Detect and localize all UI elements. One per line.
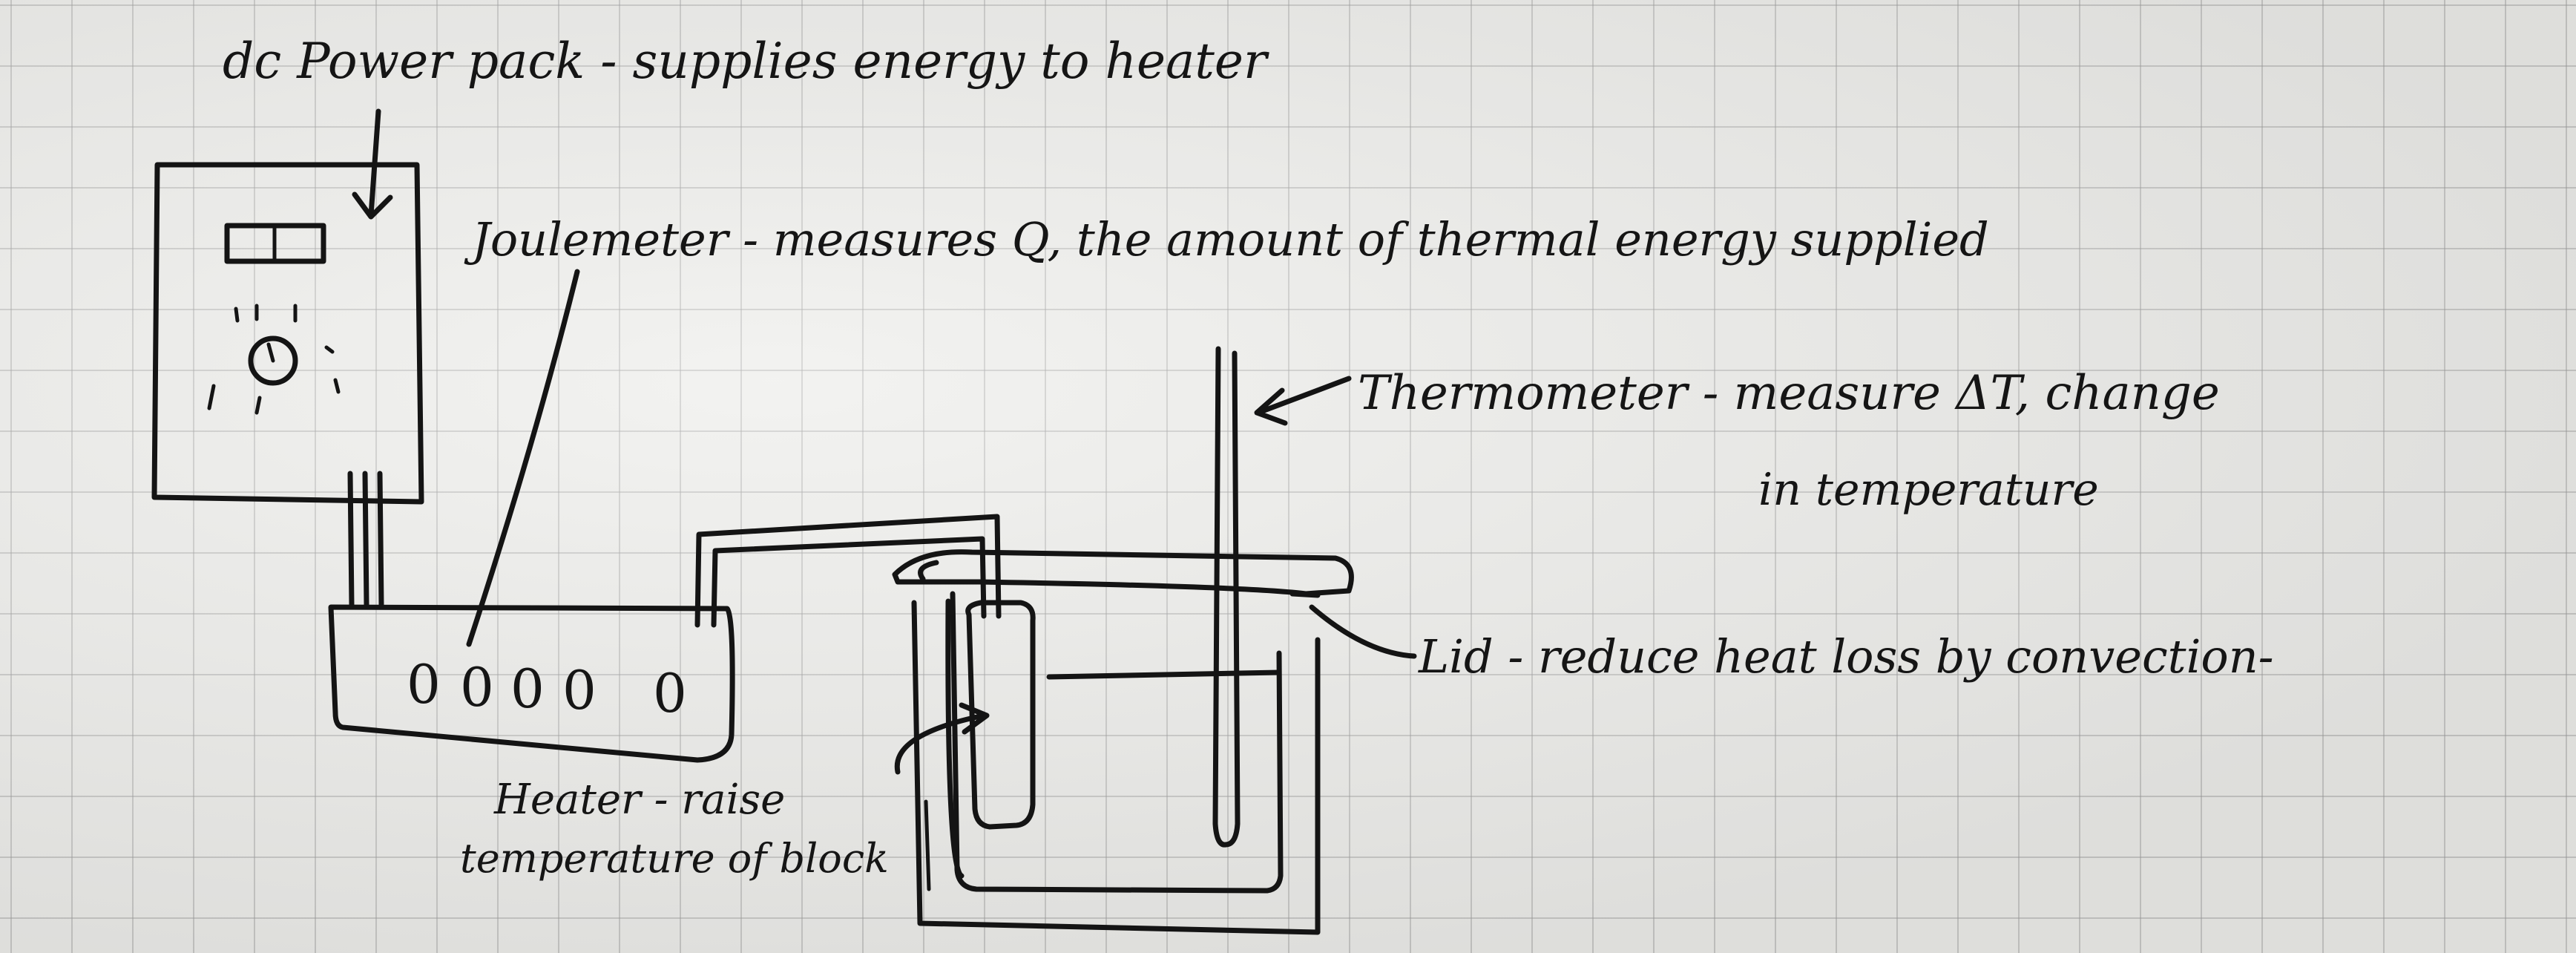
power-pack-label: dc Power pack - supplies energy to heate… (223, 33, 1267, 90)
joulemeter-digit: 0 (562, 659, 597, 721)
lid-label: Lid - reduce heat loss by convection- (1419, 629, 2274, 684)
thermometer (1212, 346, 1241, 848)
lid-pointer (1309, 604, 1417, 659)
thermometer-arrow (1254, 376, 1352, 426)
thermometer-label-line2: in temperature (1758, 464, 2099, 516)
heater-element (965, 600, 1036, 830)
heater-leads (694, 514, 1002, 628)
power-pack (151, 162, 424, 505)
heater-label: Heater - raise (494, 776, 786, 824)
joulemeter-label: Joulemeter - measures Q, the amount of t… (472, 212, 1989, 266)
bracket-mark (924, 799, 931, 891)
dial-icon (207, 304, 341, 415)
joulemeter-readout: 0 0 0 0 0 (407, 658, 703, 724)
lid (892, 549, 1354, 598)
thermometer-label: Thermometer - measure ΔT, change (1358, 366, 2220, 421)
joulemeter-pointer (466, 269, 580, 647)
joulemeter (328, 604, 735, 763)
joulemeter-digit: 0 (653, 662, 687, 724)
power-leads (347, 471, 384, 609)
block-container (911, 591, 1321, 935)
heater-arrow (894, 702, 990, 775)
joulemeter-digit: 0 (510, 658, 545, 720)
joulemeter-digit: 0 (460, 656, 494, 718)
joulemeter-digit: 0 (407, 653, 441, 715)
heater-label-line2: temperature of block (460, 835, 889, 882)
